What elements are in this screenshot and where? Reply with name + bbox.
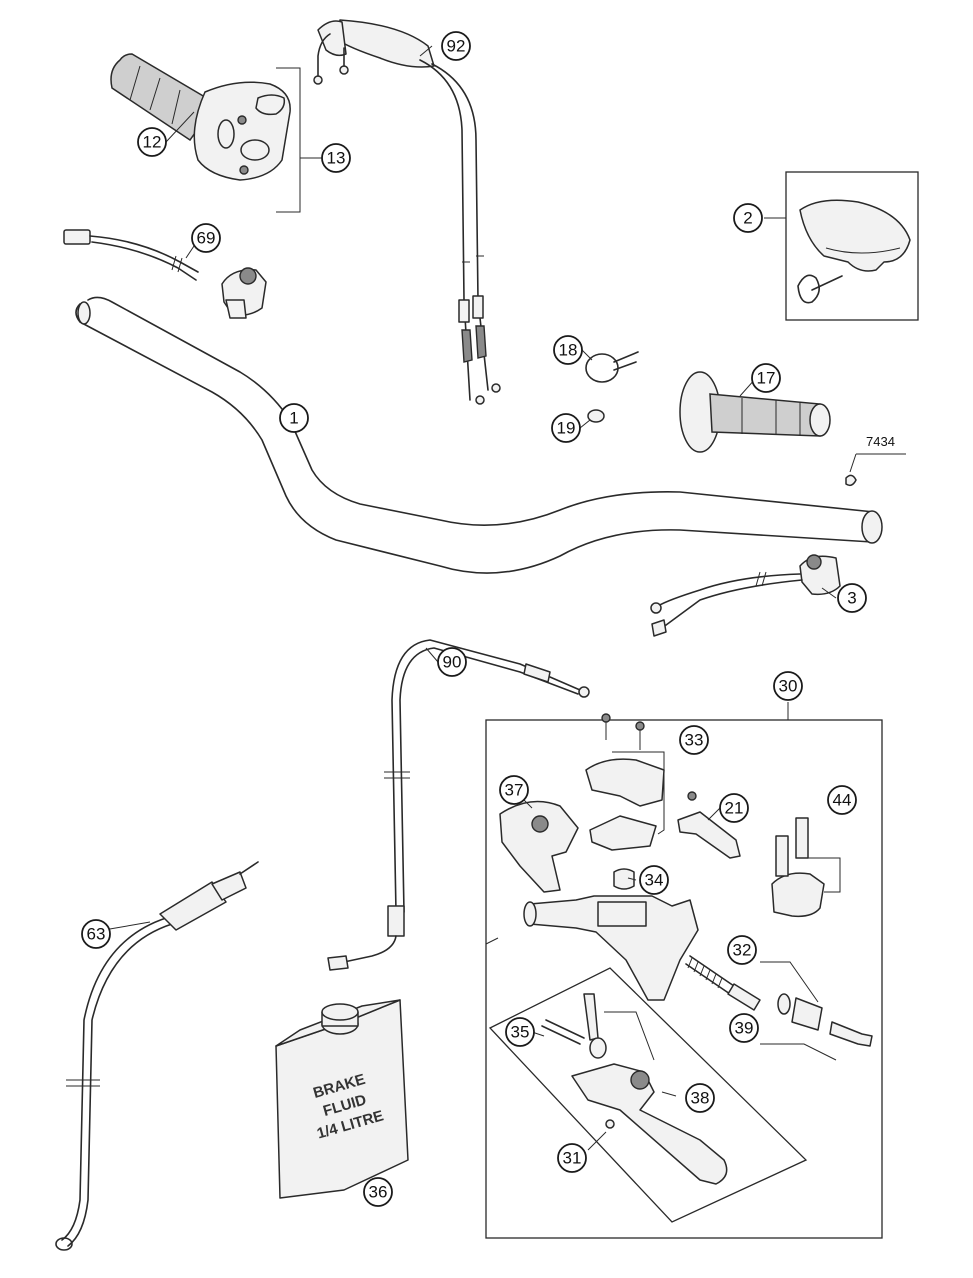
callout-36: 36 (363, 1177, 393, 1207)
reference-7434 (845, 453, 906, 487)
callout-69: 69 (191, 223, 221, 253)
callout-17: 17 (751, 363, 781, 393)
brake-fluid-can (275, 999, 409, 1199)
callout-35: 35 (505, 1017, 535, 1047)
callout-3-text: 3 (847, 589, 856, 608)
callout-37-text: 37 (505, 781, 524, 800)
switch-assembly (650, 554, 841, 637)
callout-18: 18 (553, 335, 583, 365)
callout-44-text: 44 (833, 791, 852, 810)
callout-13-text: 13 (327, 149, 346, 168)
left-grip (679, 371, 831, 453)
callout-3: 3 (837, 583, 867, 613)
callout-35-text: 35 (511, 1023, 530, 1042)
callout-36-text: 36 (369, 1183, 388, 1202)
callout-30-text: 30 (779, 677, 798, 696)
callout-63-text: 63 (87, 925, 106, 944)
callout-31: 31 (557, 1143, 587, 1173)
callout-38: 38 (685, 1083, 715, 1113)
callout-30: 30 (773, 671, 803, 701)
cable-tie-and-nut (585, 351, 639, 423)
callout-90-text: 90 (443, 653, 462, 672)
callout-38-text: 38 (691, 1089, 710, 1108)
callout-34-text: 34 (645, 871, 664, 890)
callout-1-text: 1 (289, 409, 298, 428)
callout-31-text: 31 (563, 1149, 582, 1168)
master-cylinder-parts (499, 713, 873, 1185)
throttle-cable-pair (313, 19, 501, 405)
cable-90 (327, 639, 590, 971)
callout-92-text: 92 (447, 37, 466, 56)
callout-19: 19 (551, 413, 581, 443)
callout-32-text: 32 (733, 941, 752, 960)
callout-33: 33 (679, 725, 709, 755)
handlebar (75, 296, 883, 574)
callout-leaders (103, 45, 837, 1151)
callout-21-text: 21 (725, 799, 744, 818)
callout-44: 44 (827, 785, 857, 815)
callout-2: 2 (733, 203, 763, 233)
callout-69-text: 69 (197, 229, 216, 248)
kill-switch-assembly (63, 229, 267, 319)
callout-37: 37 (499, 775, 529, 805)
callout-32: 32 (727, 935, 757, 965)
speedometer-cable (55, 861, 259, 1251)
callout-90: 90 (437, 647, 467, 677)
callout-63: 63 (81, 919, 111, 949)
callout-92: 92 (441, 31, 471, 61)
callout-2-text: 2 (743, 209, 752, 228)
callout-39: 39 (729, 1013, 759, 1043)
callout-33-text: 33 (685, 731, 704, 750)
callout-39-text: 39 (735, 1019, 754, 1038)
callout-19-text: 19 (557, 419, 576, 438)
master-cylinder-box (485, 702, 883, 1239)
callout-17-text: 17 (757, 369, 776, 388)
callout-21: 21 (719, 793, 749, 823)
callout-12: 12 (137, 127, 167, 157)
handlebar-pad-box (785, 171, 919, 321)
callout-34: 34 (639, 865, 669, 895)
callout-13: 13 (321, 143, 351, 173)
callout-1: 1 (279, 403, 309, 433)
reference-number: 7434 (866, 434, 895, 449)
throttle-grip-assembly (110, 53, 301, 213)
callout-12-text: 12 (143, 133, 162, 152)
callout-18-text: 18 (559, 341, 578, 360)
